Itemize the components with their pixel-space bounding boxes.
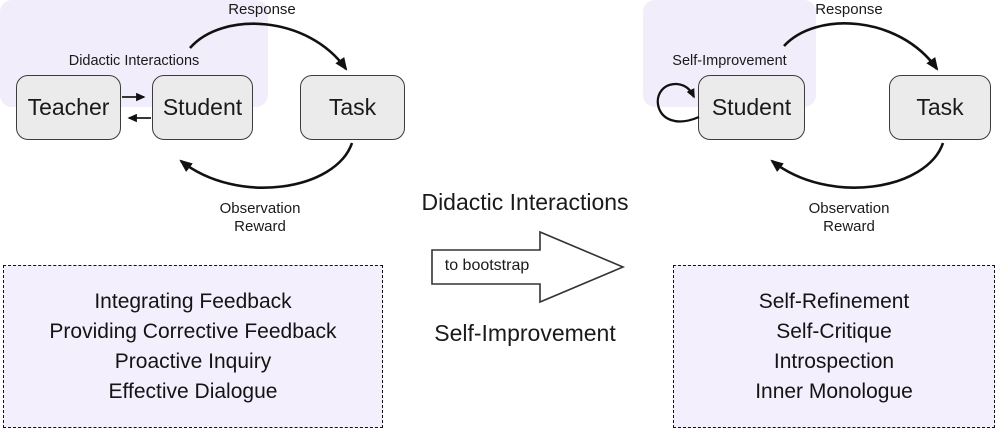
center-didactic-heading: Didactic Interactions <box>421 189 629 215</box>
response-label-left: Response <box>228 1 296 18</box>
didactic-panel-label: Didactic Interactions <box>68 53 200 69</box>
center-self-improvement-heading: Self-Improvement <box>434 320 616 346</box>
observation-reward-arrow-right <box>770 142 945 189</box>
capability-item: Integrating Feedback <box>94 289 292 313</box>
self-improvement-capabilities-box: Self-Refinement Self-Critique Introspect… <box>673 265 995 428</box>
capability-item: Inner Monologue <box>755 379 913 403</box>
capability-item: Effective Dialogue <box>108 379 278 403</box>
reward-label-left: Reward <box>234 218 286 235</box>
reward-label-right: Reward <box>823 218 875 235</box>
observation-label-right: Observation <box>808 200 890 217</box>
student-node-left: Student <box>152 75 253 140</box>
response-label-right: Response <box>815 1 883 18</box>
self-improvement-panel-label: Self-Improvement <box>672 53 787 69</box>
teacher-node: Teacher <box>16 75 121 140</box>
task-node-right: Task <box>889 75 991 140</box>
capability-item: Introspection <box>773 349 895 373</box>
capability-item: Self-Refinement <box>758 289 910 313</box>
to-bootstrap-label: to bootstrap <box>444 257 530 274</box>
task-node-left: Task <box>300 75 405 140</box>
capability-item: Providing Corrective Feedback <box>49 319 337 343</box>
capability-item: Self-Critique <box>776 319 892 343</box>
observation-reward-arrow-left <box>179 142 354 189</box>
didactic-capabilities-box: Integrating Feedback Providing Correctiv… <box>3 265 383 428</box>
student-node-right: Student <box>698 75 805 140</box>
observation-label-left: Observation <box>219 200 301 217</box>
capability-item: Proactive Inquiry <box>114 349 272 373</box>
